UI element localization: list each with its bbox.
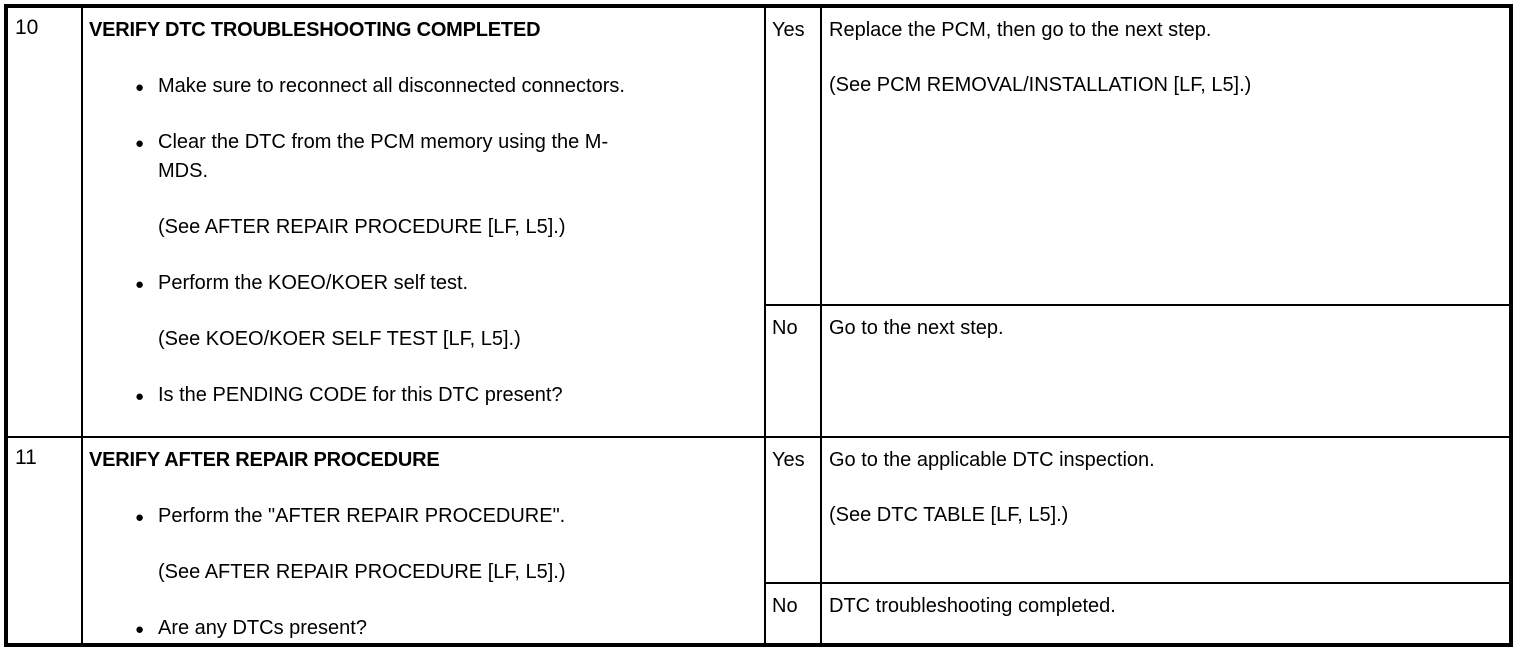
action-text: Replace the PCM, then go to the next ste… xyxy=(829,19,1212,41)
bullet-icon: ● xyxy=(135,388,145,405)
bullet-icon: ● xyxy=(135,276,145,293)
action-text: Go to the next step. xyxy=(829,317,1004,339)
checklist-item-text: Perform the KOEO/KOER self test. xyxy=(158,272,469,294)
checklist-item: ● Clear the DTC from the PCM memory usin… xyxy=(89,128,629,242)
table-row: No Go to the next step. xyxy=(6,304,1512,438)
see-reference-note: (See KOEO/KOER SELF TEST [LF, L5].) xyxy=(158,328,521,350)
result-no-cell: No xyxy=(764,582,822,646)
bullet-icon: ● xyxy=(135,509,145,526)
checklist-item: ● Make sure to reconnect all disconnecte… xyxy=(89,72,629,101)
checklist-item-text: Make sure to reconnect all disconnected … xyxy=(158,75,625,97)
yes-label: Yes xyxy=(772,449,805,471)
step-number: 10 xyxy=(15,16,39,39)
see-reference-note: (See PCM REMOVAL/INSTALLATION [LF, L5].) xyxy=(829,74,1252,96)
inspection-title: VERIFY DTC TROUBLESHOOTING COMPLETED xyxy=(89,19,541,41)
yes-label: Yes xyxy=(772,19,805,41)
table-row: No DTC troubleshooting completed. xyxy=(6,582,1512,646)
result-yes-cell: Yes xyxy=(764,5,822,306)
step-number-cell: 11 xyxy=(5,436,83,646)
result-yes-cell: Yes xyxy=(764,435,822,585)
table-row: 11 VERIFY AFTER REPAIR PROCEDURE ● Perfo… xyxy=(5,435,1512,646)
table-row: 10 VERIFY DTC TROUBLESHOOTING COMPLETED … xyxy=(5,5,1512,438)
inspection-title: VERIFY AFTER REPAIR PROCEDURE xyxy=(89,449,440,471)
checklist-item-text: Are any DTCs present? xyxy=(158,617,367,639)
checklist-item-text: Clear the DTC from the PCM memory using … xyxy=(158,131,609,182)
bullet-icon: ● xyxy=(135,79,145,96)
step-number-cell: 10 xyxy=(5,5,83,438)
action-text: DTC troubleshooting completed. xyxy=(829,595,1116,618)
bullet-icon: ● xyxy=(135,621,145,638)
checklist-item: ● Are any DTCs present? xyxy=(89,614,629,643)
checklist-item: ● Perform the KOEO/KOER self test. (See … xyxy=(89,269,629,354)
no-label: No xyxy=(772,317,798,339)
action-cell: Go to the applicable DTC inspection. (Se… xyxy=(820,435,1512,585)
inspection-cell: VERIFY AFTER REPAIR PROCEDURE ● Perform … xyxy=(81,436,766,646)
checklist-item: ● Is the PENDING CODE for this DTC prese… xyxy=(89,381,629,410)
troubleshooting-table: 10 VERIFY DTC TROUBLESHOOTING COMPLETED … xyxy=(4,4,1513,647)
action-cell: Replace the PCM, then go to the next ste… xyxy=(820,5,1512,306)
checklist-item-text: Perform the "AFTER REPAIR PROCEDURE". xyxy=(158,505,566,527)
see-reference-note: (See AFTER REPAIR PROCEDURE [LF, L5].) xyxy=(158,216,566,238)
checklist-item-text: Is the PENDING CODE for this DTC present… xyxy=(158,384,563,406)
bullet-icon: ● xyxy=(135,135,145,152)
result-no-cell: No xyxy=(764,304,822,438)
see-reference-note: (See DTC TABLE [LF, L5].) xyxy=(829,504,1069,526)
inspection-cell: VERIFY DTC TROUBLESHOOTING COMPLETED ● M… xyxy=(81,5,766,438)
no-label: No xyxy=(772,595,798,618)
action-cell: DTC troubleshooting completed. xyxy=(820,582,1512,646)
step-number: 11 xyxy=(15,446,37,469)
checklist-item: ● Perform the "AFTER REPAIR PROCEDURE". … xyxy=(89,502,629,587)
see-reference-note: (See AFTER REPAIR PROCEDURE [LF, L5].) xyxy=(158,561,566,583)
action-text: Go to the applicable DTC inspection. xyxy=(829,449,1155,471)
action-cell: Go to the next step. xyxy=(820,304,1512,438)
